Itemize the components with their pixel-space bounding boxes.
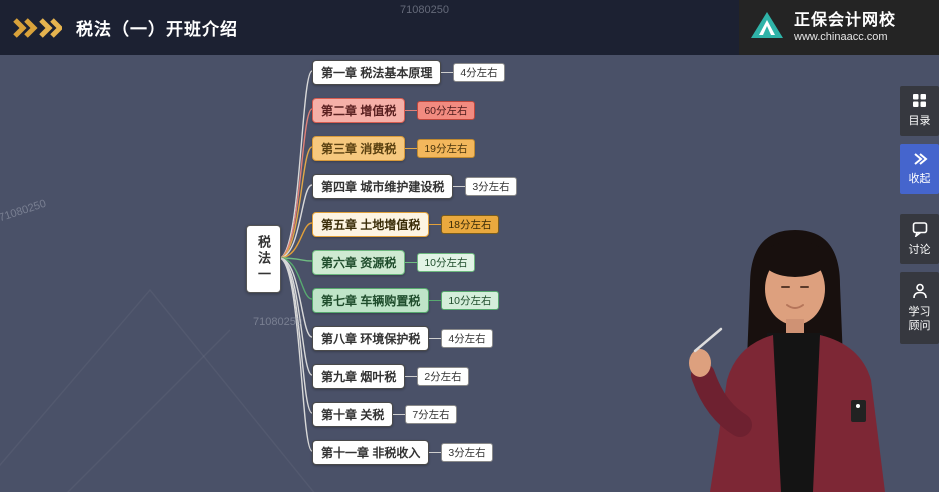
chat-bubble-icon [912, 221, 928, 240]
mindmap-row: 第九章 烟叶税 2分左右 [312, 364, 469, 389]
chapter-badge: 7分左右 [405, 405, 457, 424]
node-badge-connector [405, 110, 418, 111]
node-badge-connector [429, 338, 442, 339]
person-icon [912, 283, 928, 302]
node-badge-connector [429, 224, 442, 225]
chapter-badge: 3分左右 [441, 443, 493, 462]
chapter-node: 第九章 烟叶税 [312, 364, 406, 389]
mindmap-row: 第四章 城市维护建设税 3分左右 [312, 174, 517, 199]
chapter-node: 第三章 消费税 [312, 136, 406, 161]
watermark: 71080250 [253, 316, 302, 328]
chapter-badge: 60分左右 [417, 101, 475, 120]
chapter-badge: 4分左右 [441, 329, 493, 348]
mindmap-row: 第八章 环境保护税 4分左右 [312, 326, 493, 351]
node-badge-connector [453, 186, 466, 187]
chapter-node: 第六章 资源税 [312, 250, 406, 275]
chapter-node: 第五章 土地增值税 [312, 212, 430, 237]
mindmap-row: 第三章 消费税 19分左右 [312, 136, 475, 161]
chapter-node: 第十一章 非税收入 [312, 440, 430, 465]
collapse-button[interactable]: 收起 [900, 144, 939, 194]
node-badge-connector [429, 452, 442, 453]
chapter-node: 第二章 增值税 [312, 98, 406, 123]
mindmap-row: 第十章 关税 7分左右 [312, 402, 457, 427]
chapter-node: 第一章 税法基本原理 [312, 60, 442, 85]
brand-name: 正保会计网校 [794, 11, 897, 29]
node-badge-connector [393, 414, 406, 415]
toc-label: 目录 [908, 115, 931, 128]
mindmap-row: 第五章 土地增值税 18分左右 [312, 212, 499, 237]
brand-panel: 正保会计网校 www.chinaacc.com [739, 0, 939, 55]
brand-url: www.chinaacc.com [794, 30, 888, 43]
collapse-label: 收起 [908, 172, 931, 185]
mindmap-row: 第二章 增值税 60分左右 [312, 98, 475, 123]
toc-button[interactable]: 目录 [900, 86, 939, 136]
double-chevron-icon [12, 17, 62, 39]
advisor-label: 学习顾问 [908, 305, 931, 332]
chapter-badge: 19分左右 [417, 139, 475, 158]
chevron-double-right-icon [912, 152, 928, 169]
chapter-node: 第七章 车辆购置税 [312, 288, 430, 313]
chapter-badge: 10分左右 [417, 253, 475, 272]
node-badge-connector [441, 72, 454, 73]
brand-logo-icon [749, 9, 785, 46]
discuss-button[interactable]: 讨论 [900, 214, 939, 264]
presenter [689, 230, 885, 492]
mindmap-root-node: 税法一 [246, 225, 281, 293]
chapter-badge: 10分左右 [441, 291, 499, 310]
discuss-label: 讨论 [908, 243, 931, 256]
mindmap-row: 第十一章 非税收入 3分左右 [312, 440, 493, 465]
advisor-button[interactable]: 学习顾问 [900, 272, 939, 344]
chapter-node: 第八章 环境保护税 [312, 326, 430, 351]
chapter-node: 第四章 城市维护建设税 [312, 174, 454, 199]
chapter-badge: 3分左右 [465, 177, 517, 196]
node-badge-connector [405, 148, 418, 149]
chapter-badge: 18分左右 [441, 215, 499, 234]
mindmap-row: 第六章 资源税 10分左右 [312, 250, 475, 275]
watermark: 71080250 [0, 197, 48, 225]
mindmap-row: 第一章 税法基本原理 4分左右 [312, 60, 505, 85]
chapter-badge: 2分左右 [417, 367, 469, 386]
node-badge-connector [405, 376, 418, 377]
node-badge-connector [405, 262, 418, 263]
mindmap-row: 第七章 车辆购置税 10分左右 [312, 288, 499, 313]
grid-icon [912, 93, 927, 111]
page-title: 税法（一）开班介绍 [76, 20, 238, 39]
chapter-badge: 4分左右 [453, 63, 505, 82]
node-badge-connector [429, 300, 442, 301]
chapter-node: 第十章 关税 [312, 402, 394, 427]
